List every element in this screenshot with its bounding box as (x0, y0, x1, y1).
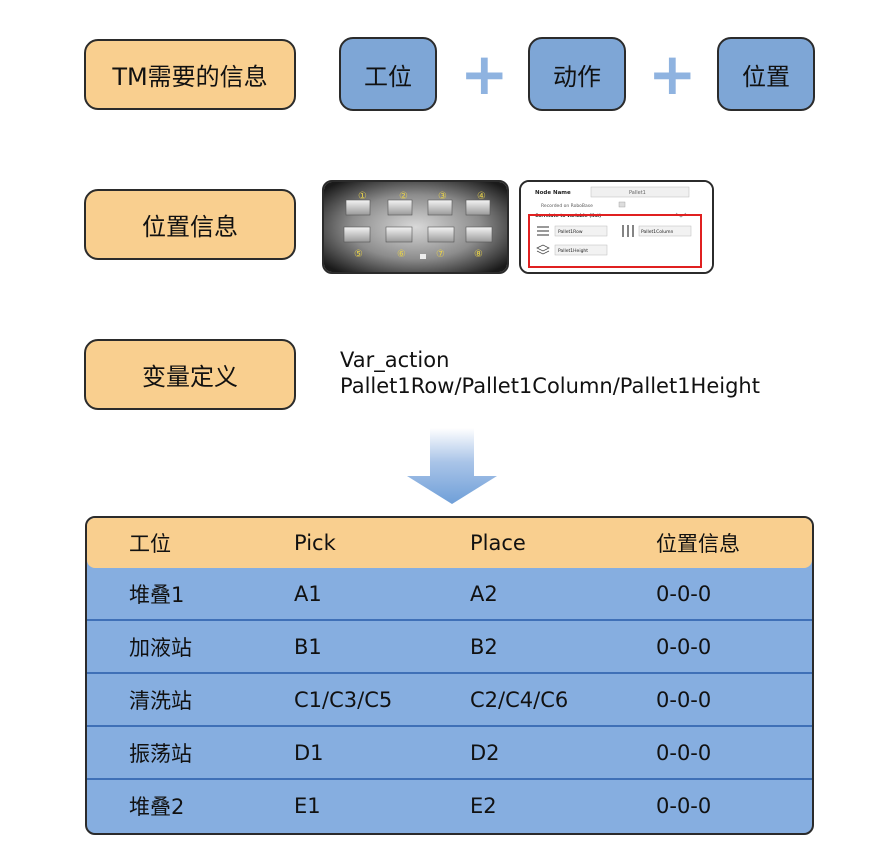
tray-number: ① (358, 191, 367, 202)
pick-cell: E1 (294, 793, 321, 818)
position-cell: 0-0-0 (656, 740, 712, 765)
place-cell: E2 (470, 793, 497, 818)
tray-number: ⑧ (474, 249, 483, 260)
tray-number: ④ (477, 191, 486, 202)
variable-list: Var_action Pallet1Row/Pallet1Column/Pall… (340, 347, 760, 399)
station-table: 工位 Pick Place 位置信息 堆叠1 A1 A2 0-0-0 加液站 B… (85, 516, 814, 835)
plus-icon: + (648, 40, 697, 108)
position-cell: 0-0-0 (656, 581, 712, 606)
tray-number: ③ (438, 191, 447, 202)
recorded-on-text: Recorded on RoboBase (541, 203, 593, 209)
pick-cell: A1 (294, 581, 322, 606)
table-row: 清洗站 C1/C3/C5 C2/C4/C6 0-0-0 (87, 672, 812, 725)
station-cell: 加液站 (129, 635, 192, 660)
position-cell: 0-0-0 (656, 793, 712, 818)
header-cell: Place (470, 531, 526, 555)
header-cell: 工位 (129, 532, 171, 556)
place-cell: C2/C4/C6 (470, 687, 569, 712)
place-cell: A2 (470, 581, 498, 606)
header-cell: 位置信息 (656, 532, 740, 556)
station-label: 工位 (364, 62, 412, 91)
station-cell: 振荡站 (129, 741, 192, 766)
table-row: 加液站 B1 B2 0-0-0 (87, 619, 812, 672)
place-cell: D2 (470, 740, 500, 765)
node-settings-graphic: Node Name Pallet1 Recorded on RoboBase C… (521, 182, 712, 272)
variable-def-label: 变量定义 (142, 363, 238, 391)
tray-number: ② (399, 191, 408, 202)
place-cell: B2 (470, 634, 498, 659)
tray-number: ⑥ (397, 249, 406, 260)
position-info-box: 位置信息 (84, 189, 296, 260)
pick-cell: C1/C3/C5 (294, 687, 393, 712)
plus-icon: + (460, 40, 509, 108)
columns-icon (622, 225, 634, 237)
tray-photo: ① ② ③ ④ ⑤ ⑥ ⑦ ⑧ (322, 180, 509, 274)
action-box: 动作 (528, 37, 626, 111)
position-box: 位置 (717, 37, 815, 111)
position-cell: 0-0-0 (656, 634, 712, 659)
action-label: 动作 (553, 62, 601, 91)
table-row: 振荡站 D1 D2 0-0-0 (87, 725, 812, 778)
height-variable: Pallet1Height (558, 248, 588, 254)
tray-number: ⑤ (354, 249, 363, 260)
layers-icon (536, 244, 550, 255)
column-variable: Pallet1Column (641, 229, 674, 235)
rows-icon (537, 226, 549, 236)
pick-cell: D1 (294, 740, 324, 765)
position-label: 位置 (742, 62, 790, 91)
station-cell: 堆叠2 (129, 794, 185, 819)
variable-line: Var_action (340, 348, 450, 372)
row-variable: Pallet1Row (558, 229, 583, 235)
highlight-box (528, 214, 702, 268)
tray-number: ⑦ (436, 249, 445, 260)
table-row: 堆叠2 E1 E2 0-0-0 (87, 778, 812, 831)
station-box: 工位 (339, 37, 437, 111)
table-header: 工位 Pick Place 位置信息 (87, 518, 812, 568)
down-arrow-icon (407, 428, 497, 504)
tray-photo-graphic: ① ② ③ ④ ⑤ ⑥ ⑦ ⑧ (324, 182, 507, 272)
variable-line: Pallet1Row/Pallet1Column/Pallet1Height (340, 374, 760, 398)
position-info-label: 位置信息 (142, 213, 238, 241)
variable-def-box: 变量定义 (84, 339, 296, 410)
tm-info-box: TM需要的信息 (84, 39, 296, 110)
header-cell: Pick (294, 531, 336, 555)
node-name-value: Pallet1 (629, 190, 646, 196)
table-row: 堆叠1 A1 A2 0-0-0 (87, 568, 812, 619)
station-cell: 堆叠1 (129, 582, 185, 607)
pick-cell: B1 (294, 634, 322, 659)
station-cell: 清洗站 (129, 688, 192, 713)
node-name-label: Node Name (535, 190, 571, 196)
tm-info-label: TM需要的信息 (112, 63, 268, 91)
position-cell: 0-0-0 (656, 687, 712, 712)
node-settings-panel: Node Name Pallet1 Recorded on RoboBase C… (519, 180, 714, 274)
